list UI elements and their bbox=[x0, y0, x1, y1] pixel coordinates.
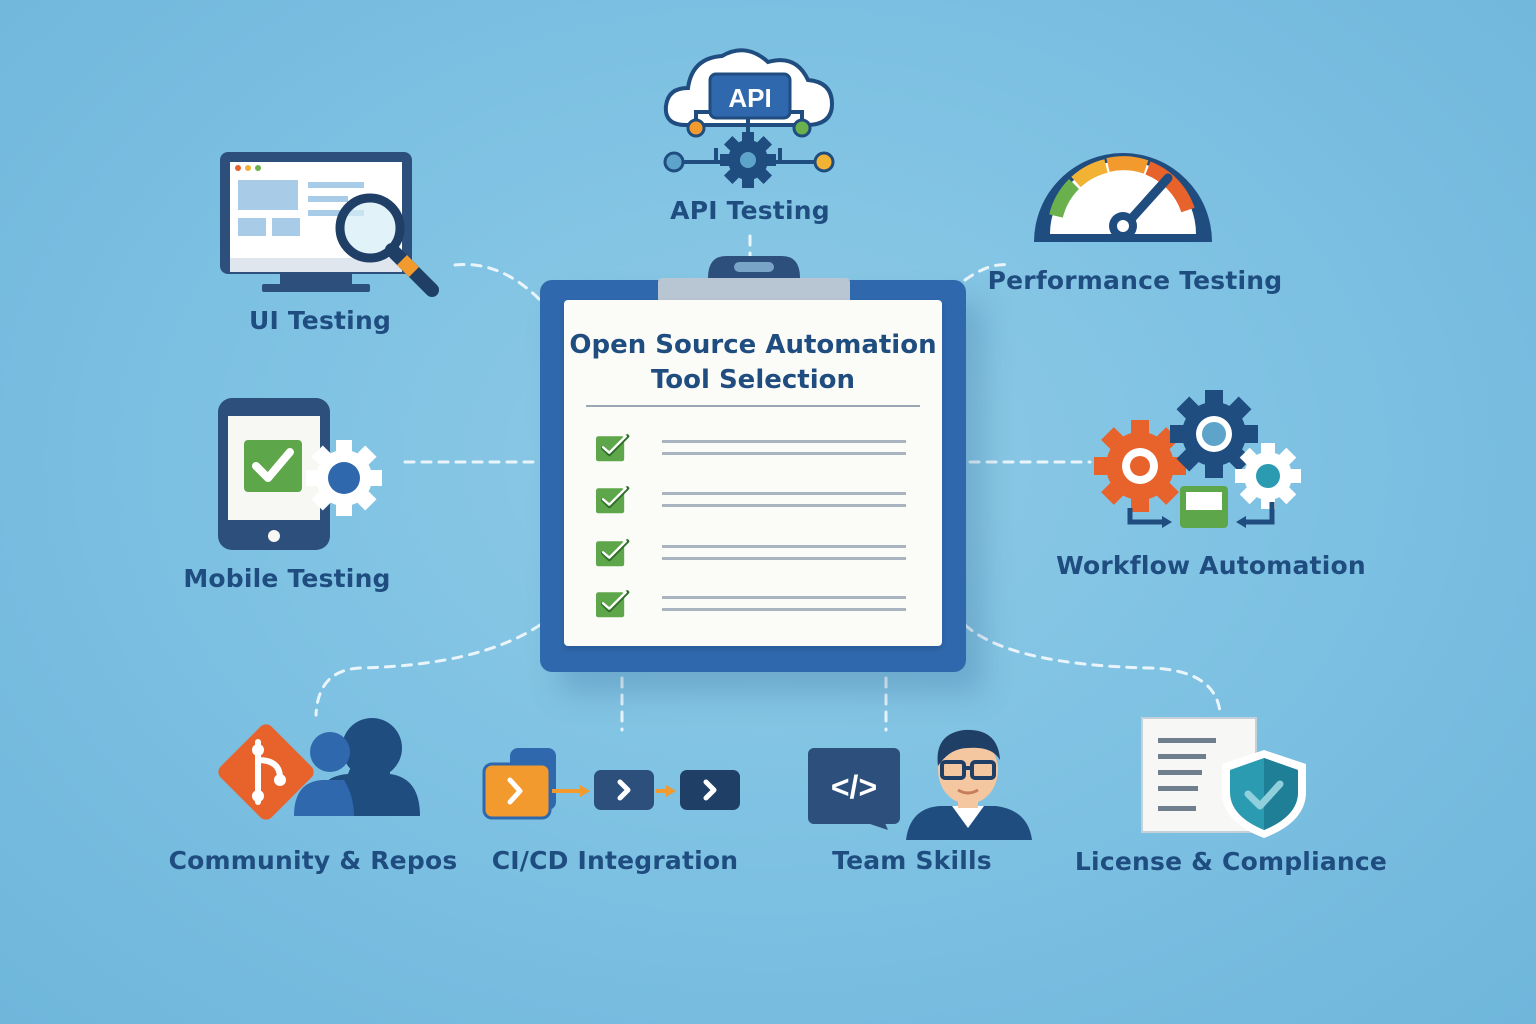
workflow-gears-icon bbox=[1094, 390, 1308, 540]
checklist-item bbox=[596, 588, 916, 628]
clipboard-title: Open Source Automation Tool Selection bbox=[564, 328, 942, 398]
license-compliance-label: License & Compliance bbox=[1074, 847, 1388, 876]
git-people-icon bbox=[214, 716, 424, 826]
title-line-1: Open Source Automation bbox=[569, 330, 937, 360]
title-line-2: Tool Selection bbox=[650, 365, 855, 395]
cicd-integration-label: CI/CD Integration bbox=[491, 846, 739, 875]
speedometer-icon bbox=[1028, 150, 1218, 250]
license-shield-icon bbox=[1140, 716, 1310, 840]
mobile-gear-icon bbox=[216, 396, 386, 552]
clipboard-paper bbox=[564, 300, 942, 646]
api-badge-text: API bbox=[728, 83, 771, 113]
developer-code-icon: </> bbox=[806, 726, 1036, 842]
checkbox-checked-icon bbox=[596, 486, 630, 514]
mobile-testing-label: Mobile Testing bbox=[183, 564, 391, 593]
title-divider bbox=[586, 405, 920, 407]
api-testing-label: API Testing bbox=[670, 196, 830, 225]
checklist-item bbox=[596, 432, 916, 472]
checklist-lines bbox=[662, 492, 906, 516]
workflow-automation-label: Workflow Automation bbox=[1056, 551, 1366, 580]
code-tag-text: </> bbox=[831, 769, 877, 805]
checkbox-checked-icon bbox=[596, 590, 630, 618]
ui-testing-label: UI Testing bbox=[248, 306, 392, 335]
checklist-lines bbox=[662, 440, 906, 464]
performance-testing-label: Performance Testing bbox=[987, 266, 1283, 295]
community-repos-label: Community & Repos bbox=[168, 846, 458, 875]
checklist-lines bbox=[662, 596, 906, 620]
checklist-item bbox=[596, 484, 916, 524]
checklist-lines bbox=[662, 545, 906, 569]
checkbox-checked-icon bbox=[596, 539, 630, 567]
monitor-magnifier-icon bbox=[218, 150, 448, 300]
team-skills-label: Team Skills bbox=[832, 846, 992, 875]
checkbox-checked-icon bbox=[596, 434, 630, 462]
pipeline-icon bbox=[482, 746, 744, 822]
api-cloud-icon: API bbox=[656, 40, 846, 190]
checklist-item bbox=[596, 537, 916, 577]
